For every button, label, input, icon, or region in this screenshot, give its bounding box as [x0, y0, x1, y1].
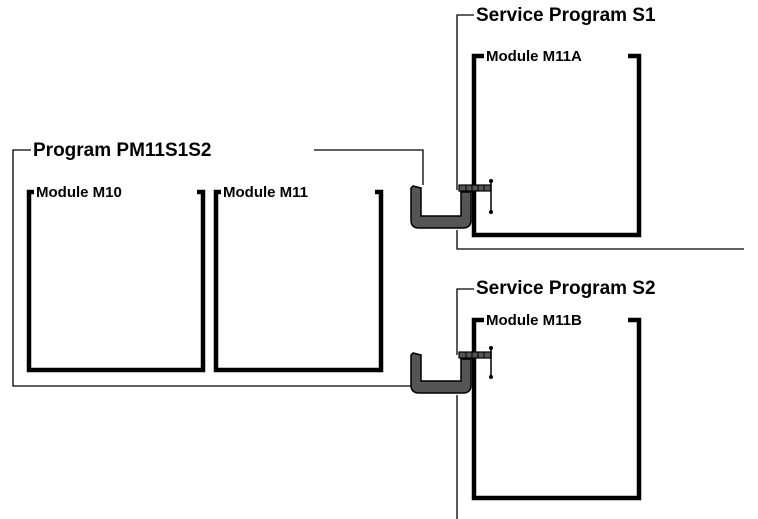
module-m11-frame [213, 189, 384, 373]
service-program-s2-frame [456, 288, 475, 355]
service-program-s2-label: Service Program S2 [474, 278, 658, 299]
program-label: Program PM11S1S2 [31, 140, 214, 161]
c-clamp-icon [410, 179, 493, 229]
module-m10-label: Module M10 [34, 184, 124, 201]
service-program-s1-frame [456, 14, 475, 190]
module-m11-label: Module M11 [221, 184, 311, 201]
service-program-s1-label: Service Program S1 [474, 5, 658, 26]
module-m10-frame [26, 189, 206, 373]
module-m11a-frame [471, 53, 642, 238]
module-m11a-label: Module M11A [484, 48, 584, 65]
module-m11b-frame [471, 317, 642, 501]
c-clamp-icon [410, 346, 493, 394]
program-frame-top-right [314, 149, 424, 185]
module-m11b-label: Module M11B [484, 312, 584, 329]
service-program-s1-frame-bottom [456, 230, 744, 250]
